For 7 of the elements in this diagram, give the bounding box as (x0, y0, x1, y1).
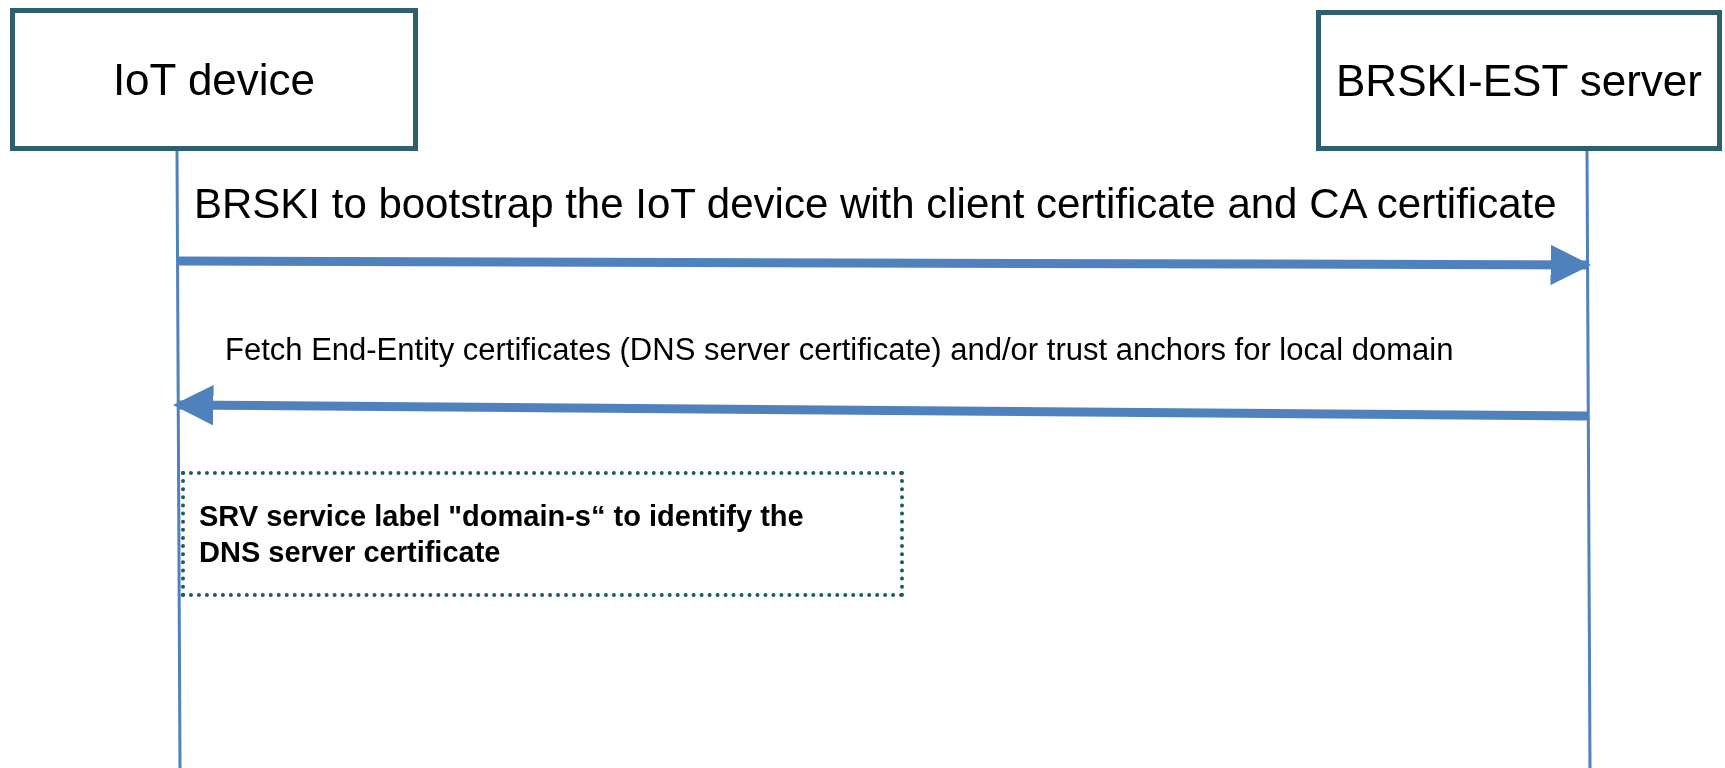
edge-label: Fetch End-Entity certificates (DNS server certificate) and/or trust anchors for local domain (225, 332, 1454, 368)
edge-label: BRSKI to bootstrap the IoT device with client certificate and CA certificate (194, 180, 1557, 228)
message-arrow (172, 385, 1588, 426)
note-text: SRV service label "domain-s“ to identify the DNS server certificate (199, 498, 805, 570)
participant-name: IoT device (112, 54, 316, 105)
participant-name: BRSKI-EST server (1336, 55, 1702, 106)
message-arrow (177, 244, 1592, 286)
